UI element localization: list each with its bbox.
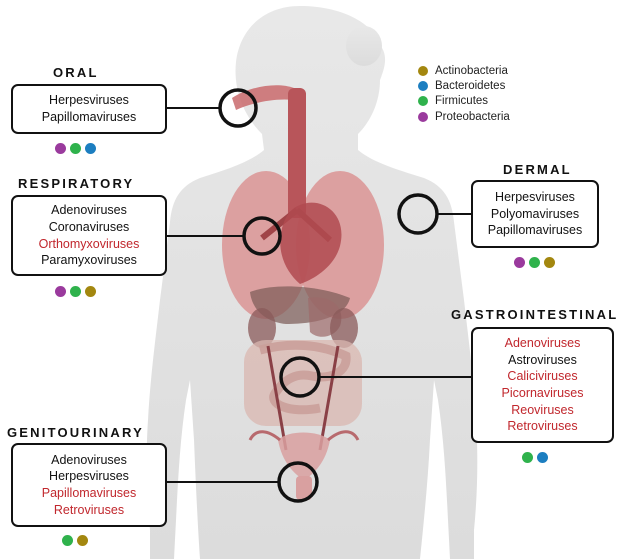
left-kidney [248, 308, 276, 348]
vaginal-canal [296, 476, 312, 500]
virus-name: Paramyxoviruses [41, 253, 137, 268]
legend-item-proteobacteria: Proteobacteria [418, 109, 510, 124]
respiratory-title: RESPIRATORY [18, 176, 135, 191]
firmicutes-dot-icon [70, 143, 81, 154]
right-kidney [330, 308, 358, 348]
virus-name: Papillomaviruses [41, 486, 137, 500]
virus-name: Herpesviruses [49, 469, 129, 484]
dermal-title: DERMAL [503, 162, 572, 177]
oral-title: ORAL [53, 65, 99, 80]
virus-name: Adenoviruses [504, 336, 581, 351]
bacteroidetes-dot-icon [418, 80, 428, 91]
site-markers [218, 88, 439, 503]
actinobacteria-dot-icon [418, 65, 428, 76]
small-intestine [258, 340, 351, 415]
connectors [166, 107, 472, 483]
gastrointestinal-title: GASTROINTESTINAL [451, 307, 618, 322]
uterus [278, 432, 330, 480]
dermal-site-marker [397, 193, 439, 235]
legend-item-bacteroidetes: Bacteroidetes [418, 78, 510, 93]
proteobacteria-dot-icon [55, 143, 66, 154]
virus-name: Herpesviruses [49, 93, 129, 108]
legend-item-firmicutes: Firmicutes [418, 94, 510, 109]
respiratory-site-marker [242, 216, 282, 256]
firmicutes-dot-icon [529, 257, 540, 268]
virus-name: Picornaviruses [501, 386, 584, 400]
virus-name: Coronaviruses [48, 219, 130, 234]
hair-bun [346, 26, 382, 66]
virus-name: Adenoviruses [51, 203, 127, 218]
actinobacteria-dot-icon [544, 257, 555, 268]
dermal-bacteria-dots [514, 257, 555, 268]
proteobacteria-dot-icon [514, 257, 525, 268]
genitourinary-title: GENITOURINARY [7, 425, 144, 440]
bacteroidetes-dot-icon [537, 452, 548, 463]
legend-label: Bacteroidetes [435, 79, 506, 92]
firmicutes-dot-icon [70, 286, 81, 297]
fallopian-tubes [248, 430, 360, 442]
oral-site-marker [218, 88, 258, 128]
virus-name: Papillomaviruses [487, 223, 583, 238]
virus-name: Reoviruses [511, 402, 574, 417]
virus-name: Retroviruses [53, 502, 125, 517]
virus-name: Caliciviruses [507, 369, 578, 384]
legend-label: Firmicutes [435, 95, 489, 108]
legend-label: Proteobacteria [435, 110, 510, 123]
virus-name: Astroviruses [508, 352, 577, 367]
ureters [266, 345, 340, 451]
legend-item-actinobacteria: Actinobacteria [418, 63, 510, 78]
organs [222, 85, 384, 500]
proteobacteria-dot-icon [418, 111, 428, 122]
gastrointestinal-site-marker [279, 356, 321, 398]
bacteria-legend: Actinobacteria Bacteroidetes Firmicutes … [418, 63, 510, 124]
firmicutes-dot-icon [522, 452, 533, 463]
virus-name: Polyomaviruses [490, 206, 580, 221]
genitourinary-site-marker [277, 461, 319, 503]
virus-name: Herpesviruses [495, 190, 575, 205]
bacteroidetes-dot-icon [85, 143, 96, 154]
proteobacteria-dot-icon [55, 286, 66, 297]
firmicutes-dot-icon [418, 96, 428, 107]
oral-bacteria-dots [55, 143, 96, 154]
legend-label: Actinobacteria [435, 64, 508, 77]
gastrointestinal-bacteria-dots [522, 452, 548, 463]
respiratory-bacteria-dots [55, 286, 96, 297]
genitourinary-bacteria-dots [62, 535, 88, 546]
virus-name: Orthomyxoviruses [38, 236, 140, 251]
actinobacteria-dot-icon [85, 286, 96, 297]
trachea [288, 88, 306, 218]
firmicutes-dot-icon [62, 535, 73, 546]
heart [280, 202, 342, 284]
virus-name: Adenoviruses [51, 452, 127, 467]
virus-name: Retroviruses [507, 419, 578, 434]
actinobacteria-dot-icon [77, 535, 88, 546]
virus-name: Papillomaviruses [41, 110, 137, 124]
